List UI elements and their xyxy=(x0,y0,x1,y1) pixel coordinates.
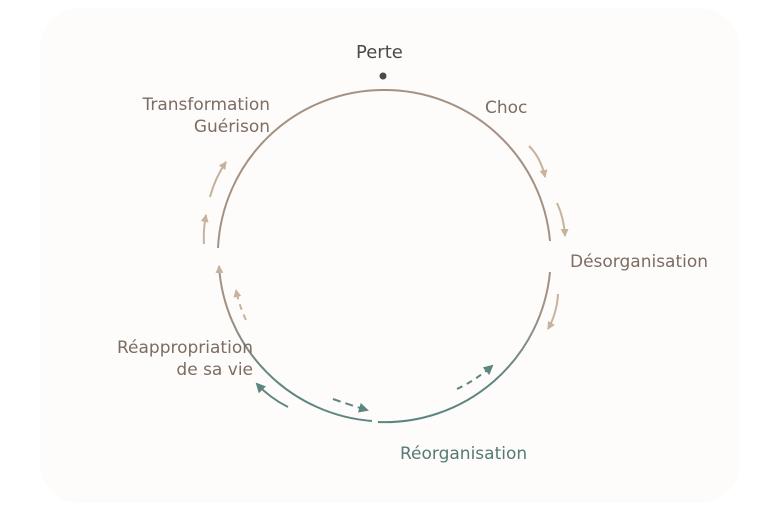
cycle-arc-right-bottom xyxy=(377,271,551,424)
label-reappropriation-line1: Réappropriation xyxy=(116,338,253,358)
label-transformation-line1: Transformation xyxy=(142,95,270,115)
arrow-choc-2 xyxy=(556,202,569,237)
label-choc: Choc xyxy=(485,98,528,118)
label-transformation-line2: Guérison xyxy=(193,117,270,137)
label-perte: Perte xyxy=(356,42,403,63)
arrow-transformation-2 xyxy=(200,214,209,245)
arrow-dashed-reorganisation xyxy=(456,364,494,390)
cycle-arc-top-right xyxy=(383,88,551,242)
arrow-transformation-1 xyxy=(209,161,227,198)
label-reappropriation: Réappropriation de sa vie xyxy=(117,337,253,381)
arrow-reappropriation xyxy=(255,382,289,408)
cycle-arc-bottom-left xyxy=(215,265,373,422)
arrow-choc xyxy=(528,145,548,178)
perte-dot xyxy=(379,72,387,80)
label-reappropriation-line2: de sa vie xyxy=(176,360,253,380)
arrow-dashed-left-inner xyxy=(233,289,247,321)
cycle-arc-left-top xyxy=(217,88,385,249)
label-desorganisation: Désorganisation xyxy=(570,252,709,272)
label-transformation: Transformation Guérison xyxy=(142,94,270,138)
arrow-dashed-bottom xyxy=(332,398,369,413)
arrow-desorganisation xyxy=(547,293,559,330)
label-reorganisation: Réorganisation xyxy=(400,444,528,464)
